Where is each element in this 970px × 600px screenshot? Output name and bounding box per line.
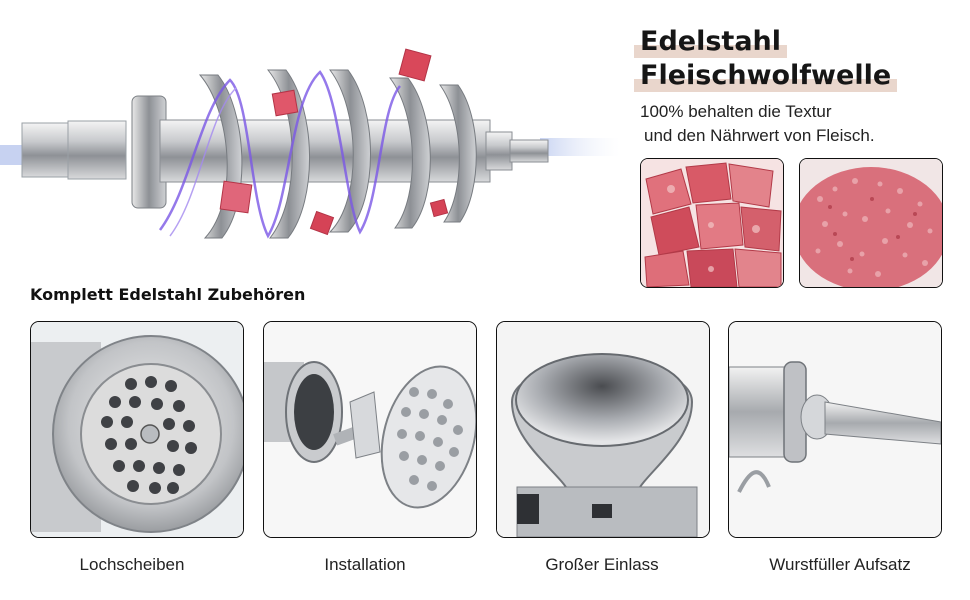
card-wurstfueller-aufsatz <box>728 321 942 538</box>
meat-cubes-photo <box>640 158 784 288</box>
subtitle-line-1: 100% behalten die Textur <box>640 102 832 121</box>
minced-meat-photo <box>799 158 943 288</box>
headline-line-2: Fleischwolfwelle <box>634 60 898 92</box>
section-title: Komplett Edelstahl Zubehören <box>30 285 306 304</box>
card-grosser-einlass <box>496 321 710 538</box>
card-installation <box>263 321 477 538</box>
subtitle-line-2: und den Nährwert von Fleisch. <box>644 126 875 145</box>
card-lochscheiben <box>30 321 244 538</box>
caption-installation: Installation <box>324 555 406 574</box>
headline-line-1: Edelstahl <box>634 26 788 58</box>
caption-grosser-einlass: Großer Einlass <box>545 555 659 574</box>
caption-lochscheiben: Lochscheiben <box>79 555 185 574</box>
caption-wurstfueller-aufsatz: Wurstfüller Aufsatz <box>769 555 911 574</box>
auger-shaft-illustration <box>0 48 620 239</box>
